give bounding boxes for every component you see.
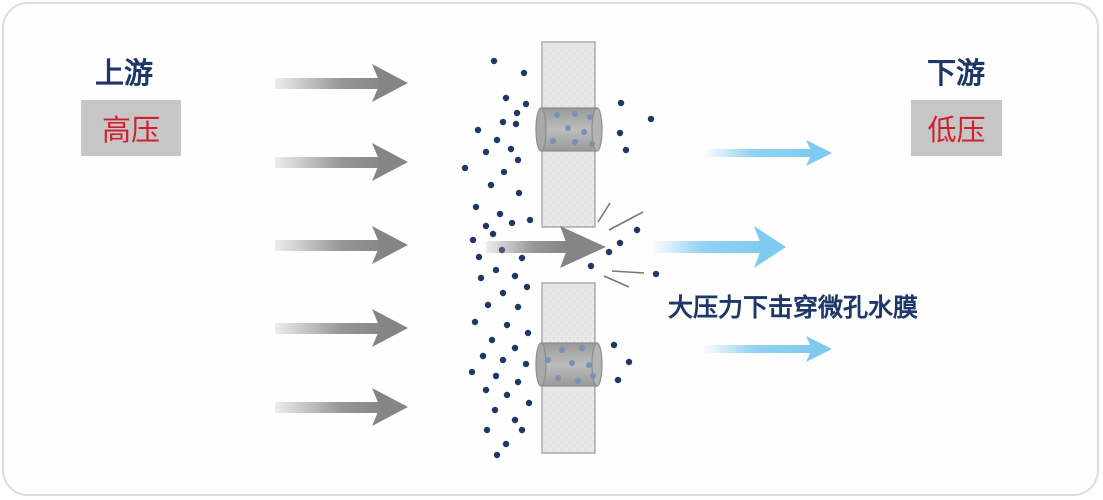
gray-arrow-icon (275, 388, 408, 426)
blue-arrow-icon (652, 226, 786, 268)
blue-arrow-icon (703, 140, 832, 166)
water-film-icon (535, 107, 603, 152)
blue-arrow-icon (703, 336, 832, 362)
downstream-title: 下游 (927, 56, 986, 90)
breakthrough-caption: 大压力下击穿微孔水膜 (668, 293, 919, 322)
downstream-arrows (652, 140, 832, 362)
downstream-pressure-badge: 低压 (911, 100, 1002, 156)
particles (461, 57, 660, 459)
burst-lines-icon (597, 202, 645, 288)
gray-arrow-icon (275, 309, 408, 347)
upstream-title: 上游 (95, 56, 154, 90)
breakthrough-arrow (486, 226, 606, 268)
gray-arrow-icon (275, 143, 408, 181)
gray-arrow-icon (275, 64, 408, 102)
water-film-icon (535, 342, 603, 387)
gray-arrow-icon (275, 226, 408, 264)
upstream-pressure-badge: 高压 (81, 100, 181, 156)
upstream-arrows (275, 64, 408, 426)
